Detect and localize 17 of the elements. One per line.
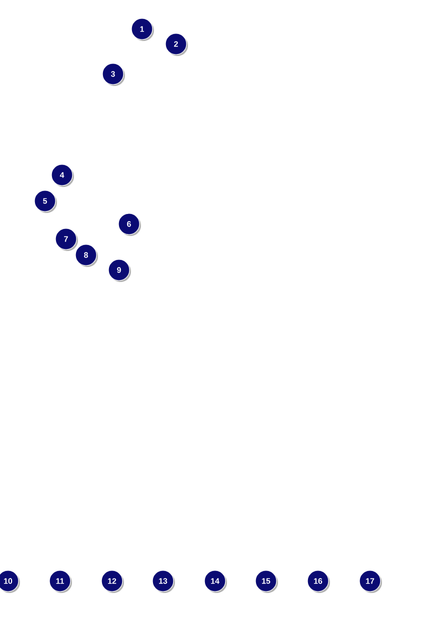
callout-number: 14	[204, 570, 227, 593]
callout-number: 8	[75, 244, 98, 267]
callout-number: 10	[0, 570, 20, 593]
callout-number: 2	[165, 33, 188, 56]
callout-number: 12	[101, 570, 124, 593]
callout-number: 4	[51, 164, 74, 187]
callout-number: 9	[108, 259, 131, 282]
callout-number: 5	[34, 190, 57, 213]
callout-number: 1	[131, 18, 154, 41]
callout-number: 3	[102, 63, 125, 86]
callout-number: 13	[152, 570, 175, 593]
callout-number: 7	[55, 228, 78, 251]
callout-number: 6	[118, 213, 141, 236]
callout-number: 17	[359, 570, 382, 593]
callout-number: 15	[255, 570, 278, 593]
callout-number: 16	[307, 570, 330, 593]
callout-number: 11	[49, 570, 72, 593]
